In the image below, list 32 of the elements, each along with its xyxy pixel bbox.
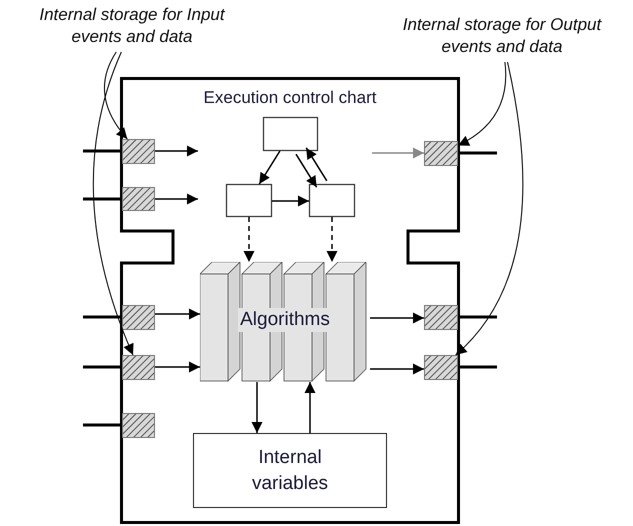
leader-line [93,52,134,356]
arrow [304,382,316,433]
dashed-arrow [244,217,254,262]
leader-line [458,62,506,146]
arrow [155,308,200,320]
chart-heading: Execution control chart [202,88,378,108]
connection-line [458,152,497,154]
box-label: Internal variables [250,446,330,496]
arrow [295,154,318,188]
connection-line [458,316,497,318]
arrow [155,194,198,204]
arrow [252,382,262,433]
arrow [372,148,424,158]
callout-text: Internal storage for Input events and data [22,4,242,52]
callout-text: Internal storage for Output events and data [382,14,622,62]
block-label: Algorithms [238,308,332,332]
arrow [155,362,200,372]
connection-line [83,424,122,426]
arrow [155,146,198,156]
leader-line [455,62,524,356]
arrow [272,196,309,206]
connection-line [83,198,122,200]
connection-line [83,150,122,152]
connection-line [83,316,122,318]
connection-line [83,366,122,368]
leader-line [104,52,128,140]
arrow [370,312,424,324]
arrow [306,147,328,182]
arrow [258,150,281,184]
dashed-arrow [326,217,338,262]
connection-line [458,366,497,368]
arrow [370,364,424,374]
